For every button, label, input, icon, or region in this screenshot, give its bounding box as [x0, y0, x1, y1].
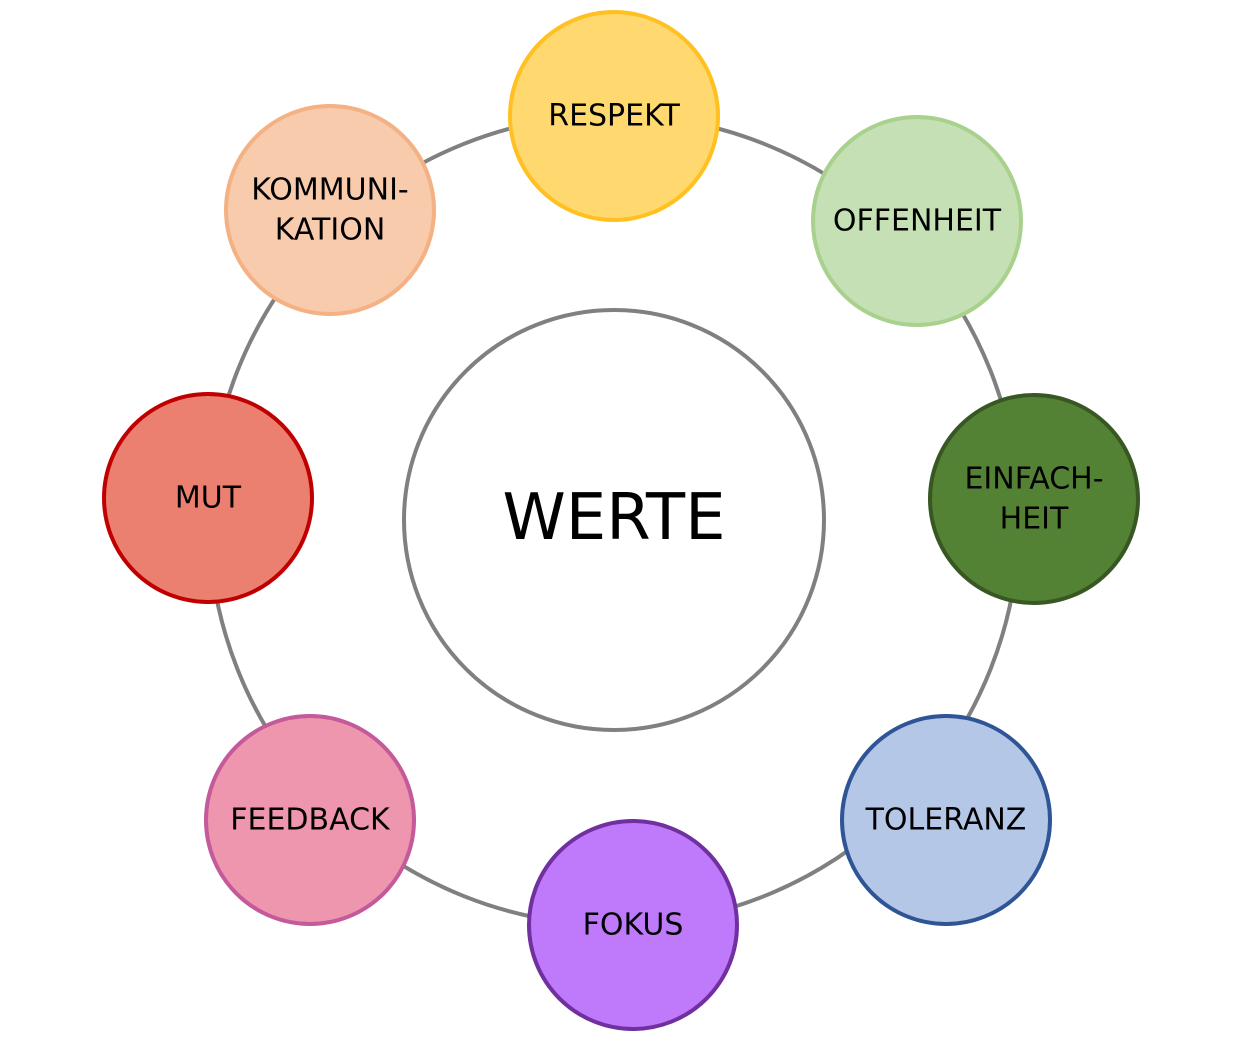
value-node-mut: MUT	[102, 392, 314, 604]
value-label: OFFENHEIT	[833, 204, 1002, 239]
value-circle	[508, 10, 720, 222]
value-label: FOKUS	[583, 908, 684, 943]
center-label: WERTE	[502, 481, 725, 555]
value-circle	[204, 714, 416, 926]
value-circle	[811, 115, 1023, 327]
value-node-einfachheit: EINFACH- HEIT	[928, 393, 1140, 605]
value-circle	[928, 393, 1140, 605]
value-node-fokus: FOKUS	[527, 819, 739, 1031]
value-label: HEIT	[1000, 502, 1069, 537]
value-label: KOMMUNI-	[251, 173, 409, 208]
value-circle	[102, 392, 314, 604]
center-circle	[402, 308, 826, 732]
value-label: MUT	[175, 481, 242, 516]
value-node-respekt: RESPEKT	[508, 10, 720, 222]
value-circle	[224, 104, 436, 316]
value-circle	[527, 819, 739, 1031]
value-node-kommunikation: KOMMUNI- KATION	[224, 104, 436, 316]
value-label: RESPEKT	[548, 99, 680, 134]
value-node-toleranz: TOLERANZ	[840, 714, 1052, 926]
value-label: TOLERANZ	[865, 803, 1027, 838]
value-node-offenheit: OFFENHEIT	[811, 115, 1023, 327]
value-circle	[840, 714, 1052, 926]
value-label: KATION	[275, 213, 386, 248]
value-label: FEEDBACK	[230, 803, 391, 838]
value-node-feedback: FEEDBACK	[204, 714, 416, 926]
value-label: EINFACH-	[964, 462, 1103, 497]
